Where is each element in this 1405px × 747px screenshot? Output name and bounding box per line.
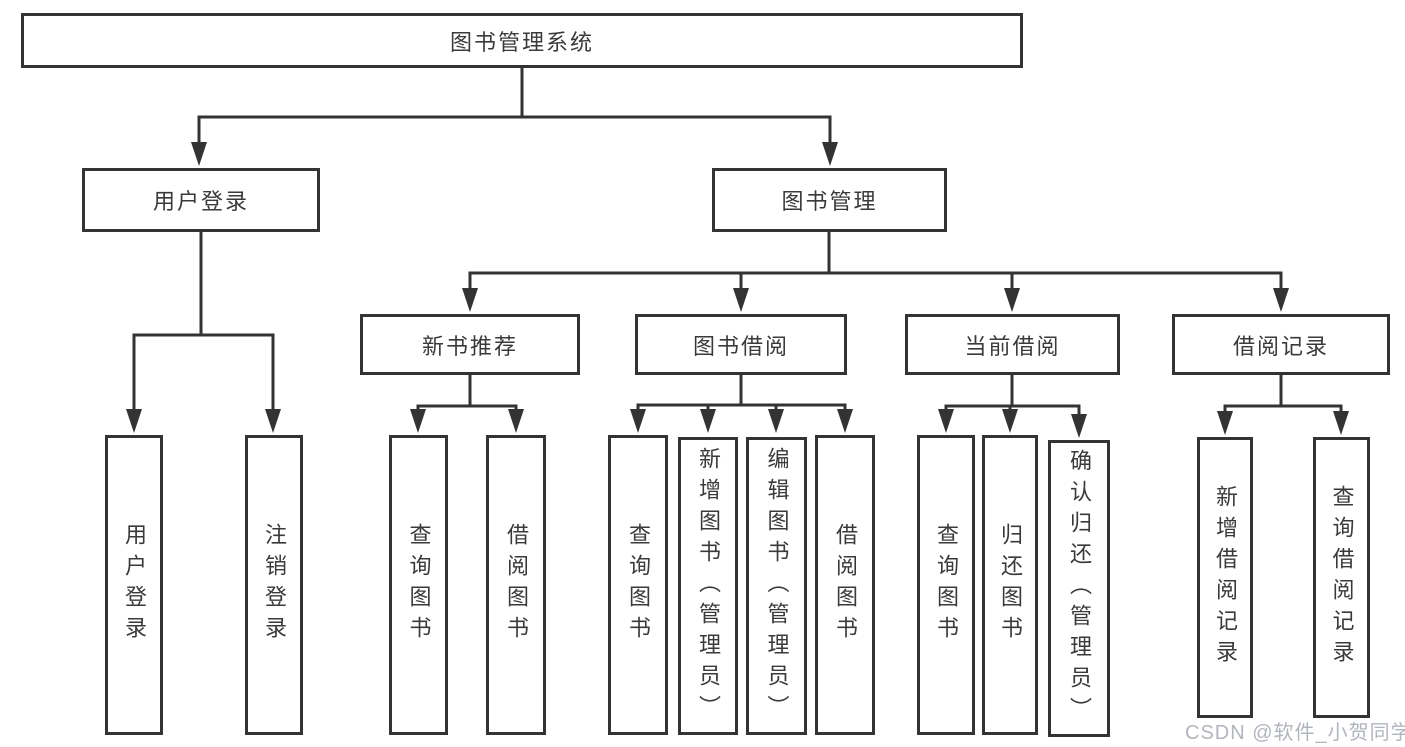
leaf-query-borrow-record-label: 查询借阅记录 [1329, 484, 1355, 671]
node-user-login-label: 用户登录 [152, 189, 249, 214]
csdn-watermark: CSDN @软件_小贺同学 [1185, 722, 1405, 744]
leaf-return-books-label: 归还图书 [998, 523, 1023, 647]
leaf-confirm-return-admin-label: 确认归还（管理员） [1067, 449, 1092, 728]
leaf-return-books: 归还图书 [982, 435, 1038, 735]
leaf-add-borrow-record-label: 新增借阅记录 [1213, 484, 1238, 671]
leaf-add-books-admin: 新增图书（管理员） [678, 437, 738, 735]
node-current-borrowing-label: 当前借阅 [964, 333, 1061, 359]
leaf-query-books-recommend-label: 查询图书 [406, 523, 432, 647]
leaf-user-login-label: 用户登录 [122, 523, 147, 647]
leaf-add-books-admin-label: 新增图书（管理员） [696, 446, 721, 726]
node-current-borrowing: 当前借阅 [905, 314, 1120, 375]
leaf-logout: 注销登录 [245, 435, 303, 735]
node-book-management-label: 图书管理 [781, 189, 878, 214]
leaf-query-books-borrowing-label: 查询图书 [626, 523, 651, 647]
leaf-borrow-books-recommend-label: 借阅图书 [504, 523, 529, 647]
node-new-book-recommend-label: 新书推荐 [421, 333, 518, 359]
leaf-query-books-borrowing: 查询图书 [608, 435, 668, 735]
node-root-label: 图书管理系统 [449, 29, 594, 55]
node-book-borrowing-label: 图书借阅 [692, 333, 789, 359]
leaf-edit-books-admin-label: 编辑图书（管理员） [764, 446, 790, 726]
node-new-book-recommend: 新书推荐 [360, 314, 580, 375]
node-borrowing-records-label: 借阅记录 [1232, 333, 1329, 359]
node-book-management: 图书管理 [712, 168, 947, 232]
leaf-edit-books-admin: 编辑图书（管理员） [746, 437, 807, 735]
leaf-query-borrow-record: 查询借阅记录 [1313, 437, 1370, 718]
leaf-query-books-current: 查询图书 [917, 435, 975, 735]
leaf-borrow-books: 借阅图书 [815, 435, 875, 735]
leaf-query-books-recommend: 查询图书 [389, 435, 448, 735]
leaf-confirm-return-admin: 确认归还（管理员） [1048, 440, 1110, 737]
node-book-borrowing: 图书借阅 [635, 314, 847, 375]
leaf-borrow-books-recommend: 借阅图书 [486, 435, 546, 735]
leaf-logout-label: 注销登录 [262, 523, 287, 647]
leaf-user-login: 用户登录 [105, 435, 163, 735]
leaf-query-books-current-label: 查询图书 [934, 523, 959, 647]
node-borrowing-records: 借阅记录 [1172, 314, 1390, 375]
node-user-login: 用户登录 [82, 168, 320, 232]
node-root: 图书管理系统 [21, 13, 1023, 68]
leaf-borrow-books-label: 借阅图书 [833, 523, 858, 647]
leaf-add-borrow-record: 新增借阅记录 [1197, 437, 1253, 718]
